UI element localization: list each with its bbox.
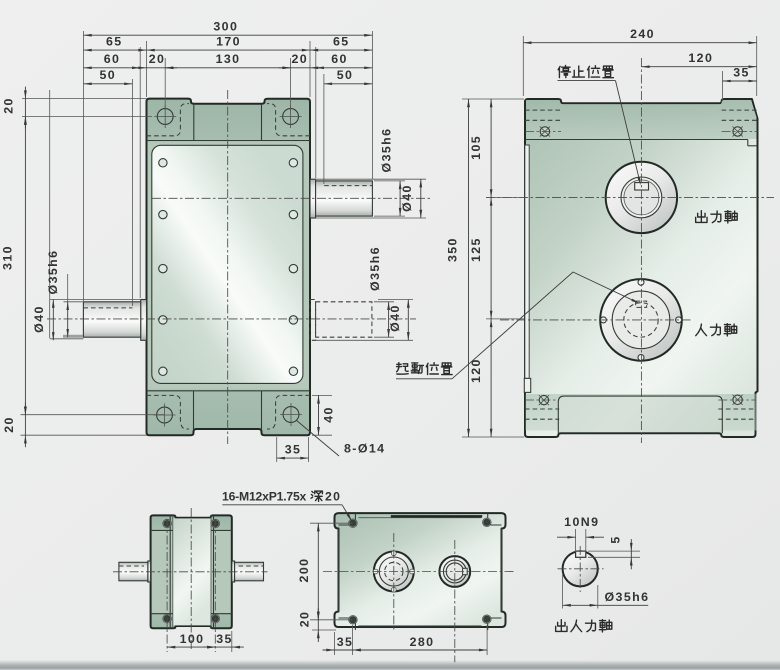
svg-text:200: 200	[297, 558, 311, 583]
svg-text:Ø40: Ø40	[32, 305, 46, 333]
svg-text:130: 130	[216, 52, 241, 66]
svg-text:40: 40	[322, 406, 336, 423]
svg-text:Ø35h6: Ø35h6	[605, 590, 650, 604]
svg-text:280: 280	[410, 635, 435, 649]
svg-text:50: 50	[100, 68, 117, 82]
svg-text:Ø40: Ø40	[388, 304, 402, 332]
svg-text:240: 240	[630, 27, 655, 41]
svg-text:20: 20	[325, 490, 341, 504]
svg-text:5: 5	[609, 535, 623, 543]
svg-text:10N9: 10N9	[564, 515, 599, 529]
svg-text:170: 170	[216, 35, 241, 49]
svg-text:8-Ø14: 8-Ø14	[344, 441, 385, 455]
svg-text:Ø35h6: Ø35h6	[46, 250, 60, 295]
svg-text:125: 125	[469, 237, 483, 262]
svg-text:65: 65	[333, 35, 350, 49]
svg-text:20: 20	[292, 52, 309, 66]
svg-text:60: 60	[331, 52, 348, 66]
svg-text:120: 120	[688, 51, 713, 65]
svg-text:65: 65	[106, 35, 123, 49]
svg-text:50: 50	[337, 68, 354, 82]
svg-text:Ø35h6: Ø35h6	[368, 246, 382, 291]
svg-text:20: 20	[2, 416, 16, 433]
svg-text:Ø35h6: Ø35h6	[380, 128, 394, 173]
svg-text:310: 310	[1, 245, 15, 270]
svg-text:300: 300	[213, 20, 238, 34]
svg-text:100: 100	[180, 632, 205, 646]
svg-text:35: 35	[285, 442, 302, 456]
svg-text:350: 350	[446, 237, 460, 262]
svg-text:20: 20	[2, 97, 16, 114]
svg-text:35: 35	[733, 65, 750, 79]
svg-text:60: 60	[104, 52, 121, 66]
svg-text:20: 20	[298, 611, 312, 628]
svg-text:16-M12xP1.75x: 16-M12xP1.75x	[222, 490, 307, 504]
svg-text:105: 105	[469, 135, 483, 160]
svg-text:35: 35	[216, 632, 233, 646]
svg-text:Ø40: Ø40	[400, 184, 414, 212]
svg-text:20: 20	[149, 52, 166, 66]
svg-text:35: 35	[337, 635, 354, 649]
svg-text:120: 120	[469, 358, 483, 383]
